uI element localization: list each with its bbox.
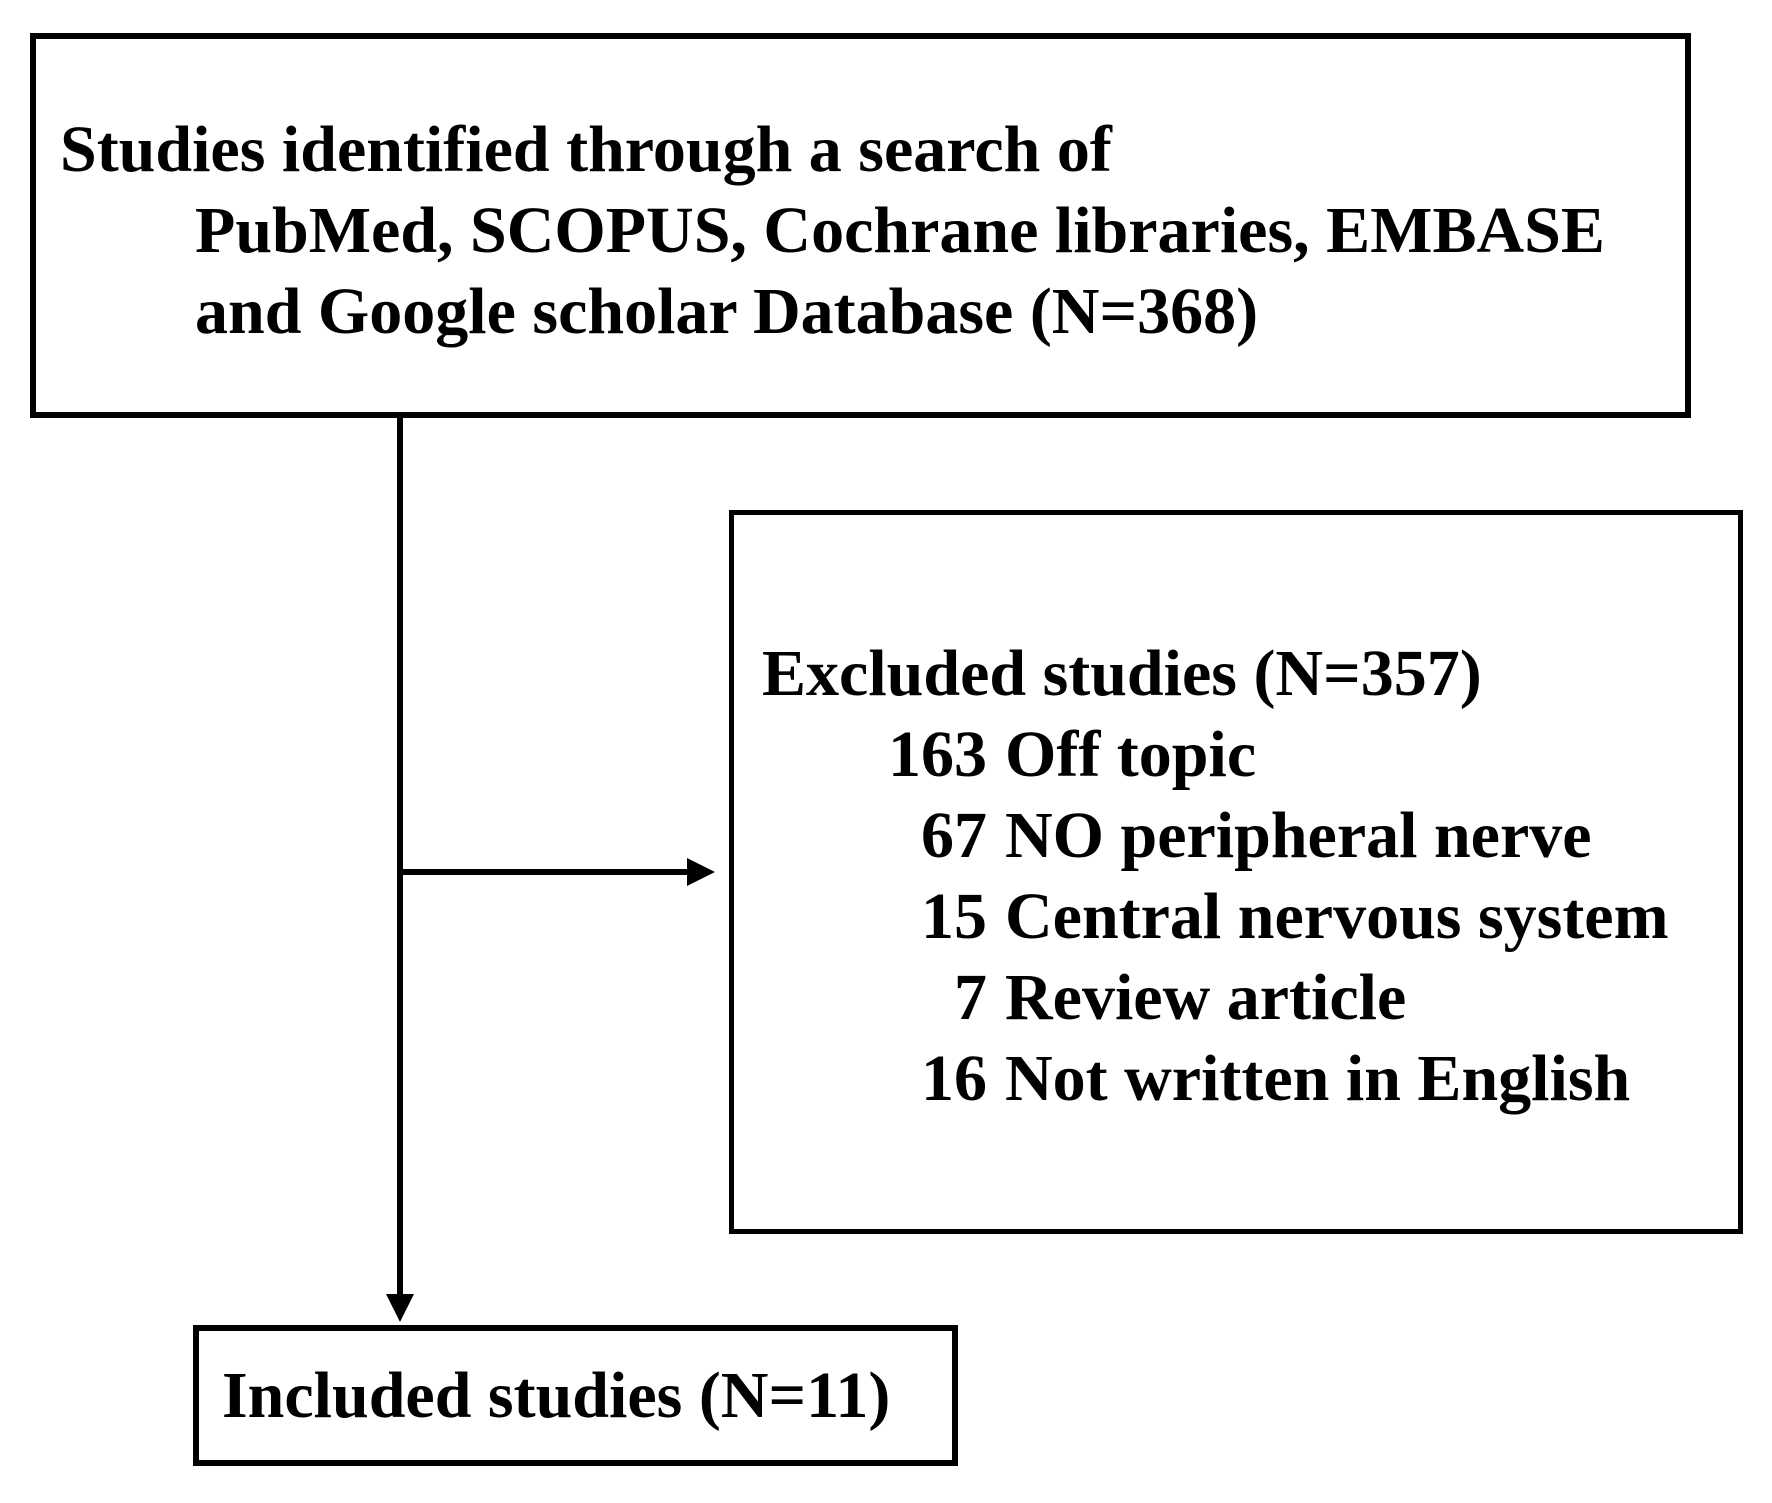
identified-line-2: PubMed, SCOPUS, Cochrane libraries, EMBA… [195,194,1605,267]
identified-studies-text: Studies identified through a search of P… [36,39,1685,352]
excluded-item-label: Off topic [1005,718,1257,791]
included-studies-box: Included studies (N=11) [193,1325,958,1466]
excluded-studies-text: Excluded studies (N=357) 163 Off topic 6… [734,515,1738,1119]
excluded-item-count: 163 [888,718,987,791]
excluded-item: 15 Central nervous system [762,876,1730,957]
excluded-item-count: 67 [921,799,987,872]
arrowhead-right-icon [687,858,715,886]
excluded-item-label: Central nervous system [1005,880,1669,953]
horizontal-connector-line [400,869,688,875]
excluded-item-count: 7 [954,961,987,1034]
included-studies-text: Included studies (N=11) [222,1359,891,1432]
excluded-item: 16 Not written in English [762,1038,1730,1119]
excluded-item-count: 15 [921,880,987,953]
excluded-item: 163 Off topic [762,714,1730,795]
excluded-item-label: NO peripheral nerve [1005,799,1592,872]
excluded-item: 67 NO peripheral nerve [762,795,1730,876]
excluded-studies-box: Excluded studies (N=357) 163 Off topic 6… [729,510,1743,1234]
identified-line-3: and Google scholar Database (N=368) [195,275,1259,348]
identified-line-1: Studies identified through a search of [60,113,1112,186]
excluded-title: Excluded studies (N=357) [762,637,1482,710]
identified-studies-box: Studies identified through a search of P… [30,33,1691,418]
arrowhead-down-icon [386,1294,414,1322]
excluded-item-label: Review article [1005,961,1407,1034]
excluded-item: 7 Review article [762,957,1730,1038]
vertical-connector-line [397,418,403,1296]
excluded-item-label: Not written in English [1005,1042,1631,1115]
excluded-item-count: 16 [921,1042,987,1115]
